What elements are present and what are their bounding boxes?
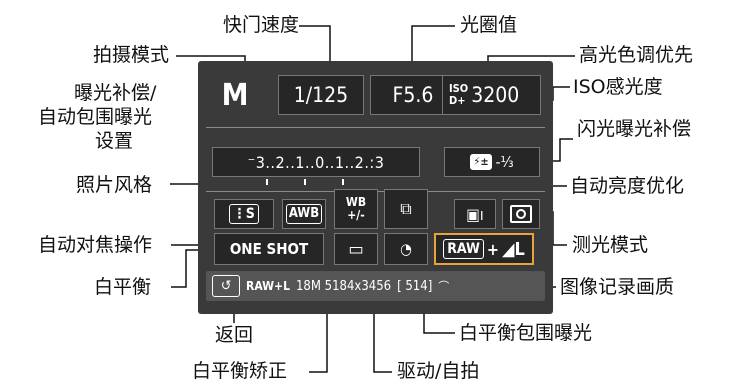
label-auto-lighting: 自动亮度优化 (570, 175, 685, 197)
aeb-marker-center (304, 179, 306, 185)
label-return: 返回 (215, 324, 254, 346)
flash-comp-value: -⅓ (495, 153, 514, 171)
label-wb-bracket: 白平衡包围曝光 (459, 322, 593, 344)
iso-value: 3200 (471, 83, 520, 107)
quality-raw: RAW (443, 239, 484, 259)
wb-bracket-icon: ⧉ (400, 199, 412, 218)
self-timer-icon: ◔ (400, 240, 412, 258)
aperture-value[interactable]: F5.6 (370, 75, 456, 115)
iso-badge-top: ISO (449, 82, 469, 95)
label-iso: ISO感光度 (573, 76, 663, 98)
flash-comp-button[interactable]: ⚡± -⅓ (444, 147, 540, 177)
label-shooting-mode: 拍摄模式 (93, 44, 170, 66)
label-white-balance: 白平衡 (94, 276, 152, 298)
aeb-marker-left (266, 179, 268, 185)
divider (206, 127, 545, 128)
label-shutter-speed: 快门速度 (223, 14, 300, 36)
self-timer-button[interactable]: ◔ (384, 233, 428, 265)
status-shots: [ 514] (397, 278, 433, 294)
label-metering: 测光模式 (572, 234, 649, 256)
label-setting: 设置 (95, 130, 134, 152)
exposure-level-scale[interactable]: ⁻3..2..1..0..1..2.:3 (212, 147, 420, 177)
iso-badge-bottom: D+ (449, 94, 466, 107)
label-image-quality: 图像记录画质 (560, 276, 675, 298)
label-aeb: 自动包围曝光 (38, 106, 153, 128)
highlight-tone-badge: ISO D+ (449, 83, 468, 107)
metering-icon (510, 205, 532, 223)
af-operation-button[interactable]: ONE SHOT (214, 233, 324, 265)
label-af-operation: 自动对焦操作 (38, 234, 153, 256)
battery-icon: ⌒ (438, 280, 450, 293)
exposure-scale-text: ⁻3..2..1..0..1..2.:3 (247, 152, 385, 172)
label-drive: 驱动/自拍 (397, 360, 480, 382)
wb-shift-bottom: +/- (347, 208, 365, 222)
label-flash-comp: 闪光曝光补偿 (577, 118, 692, 140)
shooting-mode-value[interactable]: M (221, 77, 249, 113)
wb-value: AWB (285, 204, 323, 224)
quality-l: L (514, 238, 525, 260)
label-picture-style: 照片风格 (76, 174, 153, 196)
drive-mode-button[interactable]: ▭ (334, 233, 378, 265)
picture-style-button[interactable]: ⋮S (214, 199, 274, 229)
return-icon[interactable]: ↺ (212, 275, 240, 297)
label-exposure-comp: 曝光补偿/ (74, 82, 157, 104)
wb-shift-button[interactable]: WB +/- (334, 189, 378, 229)
shutter-speed-value[interactable]: 1/125 (278, 75, 364, 115)
iso-button[interactable]: ISO D+ 3200 (442, 75, 541, 115)
status-bar: ↺ RAW+L 18M 5184x3456 [ 514] ⌒ (206, 271, 545, 301)
quality-l-group: ◢L (501, 238, 525, 260)
quality-plus: + (486, 239, 499, 259)
auto-lighting-button[interactable]: ▣ı (454, 199, 496, 229)
label-highlight-tone: 高光色调优先 (579, 44, 694, 66)
picture-style-icon: ⋮S (229, 204, 259, 224)
auto-lighting-icon: ▣ı (466, 204, 484, 224)
wb-shift-top: WB (345, 195, 367, 209)
drive-mode-icon: ▭ (348, 238, 364, 260)
status-resolution: 18M 5184x3456 (295, 278, 392, 294)
metering-button[interactable] (502, 199, 540, 229)
label-wb-shift: 白平衡矫正 (192, 360, 288, 382)
picture-style-value: S (245, 206, 255, 222)
quick-control-screen: M 1/125 F5.6 ISO D+ 3200 ⁻3..2..1..0..1.… (198, 61, 553, 314)
aeb-marker-right (342, 179, 344, 185)
white-balance-button[interactable]: AWB (282, 199, 326, 229)
wb-bracket-button[interactable]: ⧉ (384, 189, 428, 229)
status-quality: RAW+L (246, 279, 290, 293)
label-aperture: 光圈值 (460, 14, 518, 36)
flash-comp-icon: ⚡± (470, 154, 492, 170)
image-quality-button[interactable]: RAW + ◢L (434, 233, 534, 265)
